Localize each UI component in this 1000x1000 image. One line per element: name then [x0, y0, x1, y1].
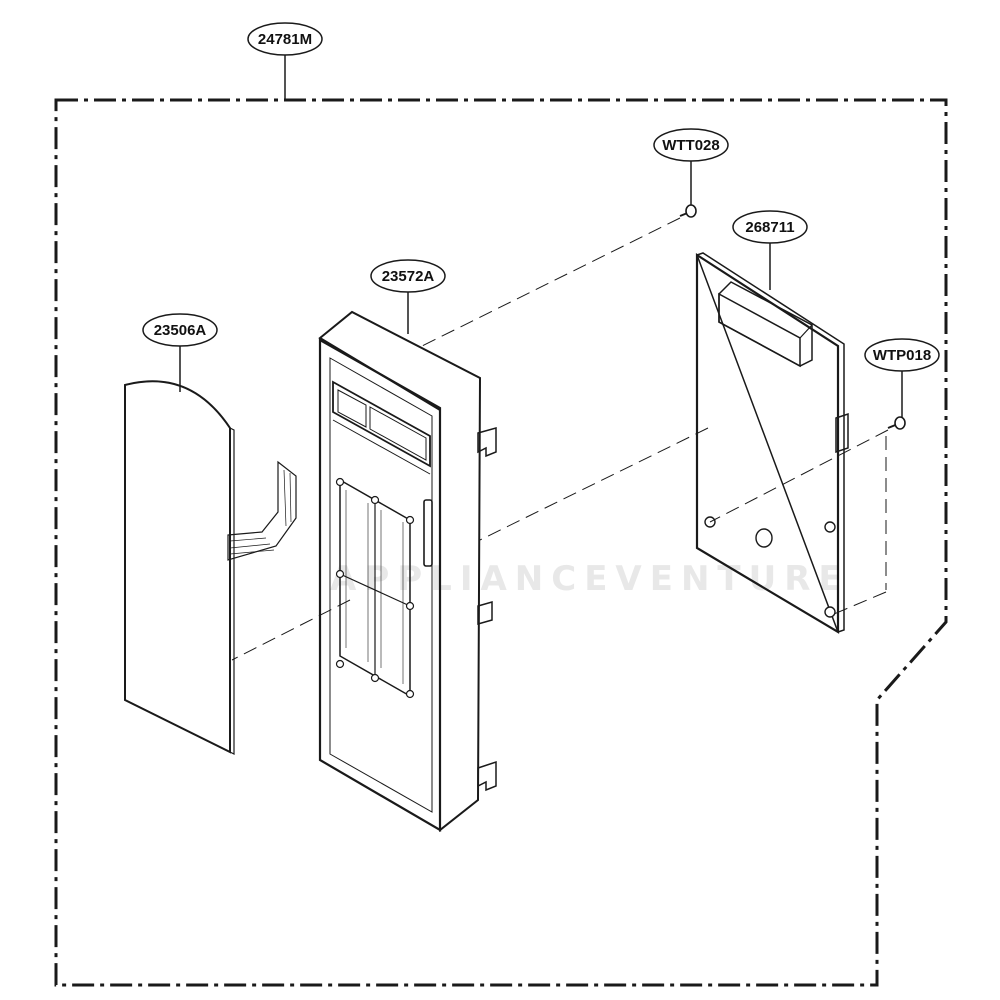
ribbon-line — [229, 549, 275, 555]
display-divider — [332, 419, 431, 475]
ribbon-line — [229, 537, 267, 542]
ribbon-line — [229, 543, 271, 549]
panel-clip — [477, 427, 497, 458]
callout-label-screw-right: WTP018 — [873, 347, 931, 364]
alignment-lines — [231, 217, 889, 661]
handle-slot — [423, 499, 433, 567]
display-module-edge — [799, 324, 813, 339]
display-module-front — [718, 292, 801, 368]
callout-bubble — [370, 259, 446, 293]
watermark-text: APPLIANCEVENTURE — [330, 559, 850, 599]
ribbon-line — [283, 469, 287, 527]
display-module — [718, 281, 813, 367]
alignment-line — [479, 427, 709, 541]
alignment-line — [833, 591, 887, 615]
alignment-line — [709, 429, 889, 523]
ribbon-cable — [227, 460, 297, 561]
callout-panel: 23572A — [370, 259, 446, 293]
screw-head — [685, 204, 697, 218]
screw-right — [887, 416, 906, 430]
callout-bubble — [247, 22, 323, 56]
panel-inner-border — [329, 357, 433, 813]
panel-clip — [477, 601, 493, 625]
keypad-dot — [405, 515, 415, 525]
keypad-dot — [370, 495, 380, 505]
keypad-dot — [370, 673, 380, 683]
callout-label-pcb: 268711 — [745, 219, 794, 236]
membrane-edge — [229, 427, 235, 755]
callout-membrane: 23506A — [142, 313, 218, 347]
keypad-dot — [335, 477, 345, 487]
pcb-button — [755, 528, 773, 548]
keypad-divider — [339, 573, 411, 607]
control-panel — [318, 310, 497, 833]
keypad-dot — [405, 601, 415, 611]
callout-bubble — [732, 210, 808, 244]
display-window-inner — [337, 389, 367, 428]
callout-assembly: 24781M — [247, 22, 323, 56]
pcb-board — [695, 252, 849, 634]
pcb-edge — [696, 252, 845, 633]
keypad-dot — [335, 659, 345, 669]
watermark: APPLIANCEVENTURE — [330, 559, 850, 599]
display-window-inner — [369, 406, 427, 461]
display-window — [332, 380, 431, 468]
keypad-dot — [405, 689, 415, 699]
keypad-dot — [335, 569, 345, 579]
callout-leaders — [179, 160, 903, 418]
callout-label-panel: 23572A — [382, 268, 435, 285]
callout-label-assembly: 24781M — [258, 31, 312, 48]
keypad-dots — [335, 477, 415, 699]
alignment-line — [231, 599, 351, 661]
callout-pcb: 268711 — [732, 210, 808, 244]
ribbon-line — [289, 472, 292, 523]
panel-face — [318, 338, 442, 832]
callout-label-screw-top: WTT028 — [662, 137, 720, 154]
pcb-hole — [824, 521, 836, 533]
assembly-boundary — [54, 98, 948, 987]
screw-head — [894, 416, 906, 430]
membrane-switch — [124, 380, 297, 755]
panel-clip — [477, 760, 497, 792]
callout-label-membrane: 23506A — [154, 322, 207, 339]
callout-screw-top: WTT028 — [653, 128, 729, 162]
callout-bubble — [864, 338, 940, 372]
callout-bubble — [653, 128, 729, 162]
callout-bubble — [142, 313, 218, 347]
pcb-hole — [824, 606, 836, 618]
alignment-line — [421, 217, 681, 347]
callout-screw-right: WTP018 — [864, 338, 940, 372]
pcb-face — [695, 252, 840, 634]
membrane-sheet — [124, 380, 231, 754]
screw-top — [679, 204, 697, 218]
